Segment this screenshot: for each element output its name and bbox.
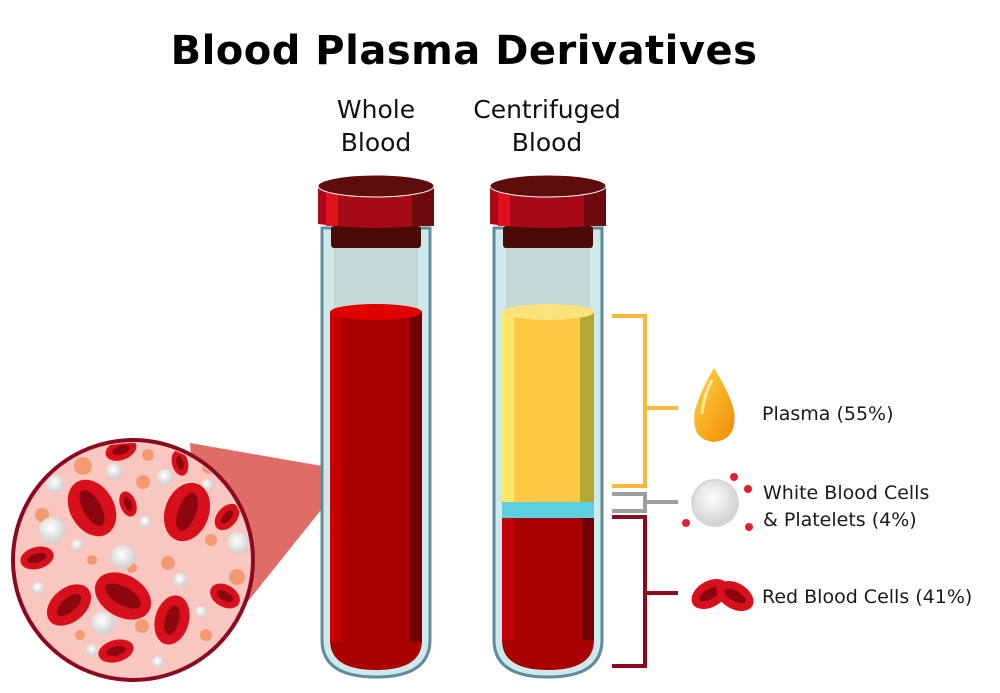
rbc-label: Red Blood Cells (41%) [762,586,973,608]
plasma-layer [502,312,594,502]
whole-blood-label-line2: Blood [340,128,412,157]
plasma-label: Plasma (55%) [762,403,894,425]
white-cells [32,463,249,668]
wbc-label: White Blood Cells & Platelets (4%) [763,480,929,534]
red-cells [20,443,240,663]
brackets [612,314,678,668]
whole-blood-cap [318,186,434,228]
red-blood-cells-icon [691,578,754,612]
whole-blood-surface [330,304,422,320]
centrifuged-blood-label: Centrifuged Blood [457,93,637,159]
blood-magnifier [11,438,255,682]
whole-blood-label-line1: Whole [336,95,416,124]
centrifuged-blood-tube [489,174,607,679]
whole-blood-label: Whole Blood [306,93,446,159]
tube-air [334,240,418,310]
cap-collar [331,226,421,248]
page-title: Blood Plasma Derivatives [170,28,758,74]
rbc-bracket [612,515,678,668]
buffy-coat-layer [502,502,594,518]
wbc-bracket [612,492,678,513]
plasma-surface [502,304,594,320]
plasma-bracket [612,314,678,488]
platelet-dots [682,473,753,531]
cap-collar [503,226,593,248]
whole-blood-liquid [330,312,422,670]
centrifuged-blood-cap [490,186,606,228]
wbc-label-line2: & Platelets (4%) [763,509,917,531]
centrifuged-blood-label-line1: Centrifuged [473,95,621,124]
tube-air [506,240,590,310]
centrifuged-blood-label-line2: Blood [511,128,583,157]
whole-blood-tube [317,174,435,679]
wbc-label-line1: White Blood Cells [763,482,930,504]
red-cell-layer [502,518,594,670]
plasma-drop-icon [694,368,735,442]
white-blood-cell-icon [682,473,753,531]
